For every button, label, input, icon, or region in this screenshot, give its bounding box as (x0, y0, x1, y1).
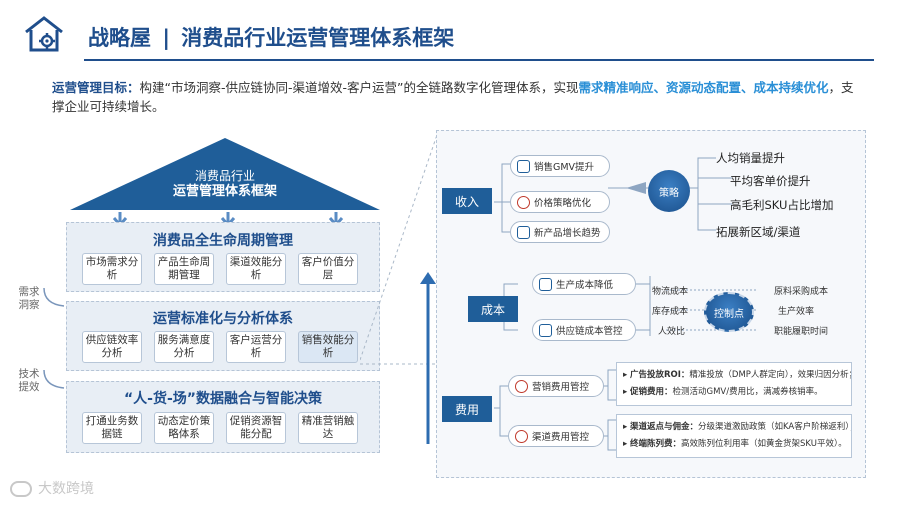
note-row: ▸ 渠道返点与佣金：分级渠道激励政策（如KA客户阶梯返利）； (623, 419, 851, 436)
standardization-item: 服务满意度分析 (154, 331, 214, 363)
data-fusion-item: 打通业务数据链 (82, 412, 142, 444)
data-fusion-item: 动态定价策略体系 (154, 412, 214, 444)
side-label-tech: 技术提效 (18, 368, 40, 393)
note-key: 广告投放ROI： (629, 370, 690, 380)
expense-item-label: 渠道费用管控 (532, 432, 590, 443)
bar-chart-icon (517, 159, 530, 173)
note-row: ▸ 促销费用：检测活动GMV/费用比，满减券核销率。 (623, 387, 823, 397)
note-row: ▸ 广告投放ROI：精准投放（DMP人群定向），效果归因分析； (623, 367, 851, 384)
standardization-item: 销售效能分析 (298, 331, 358, 363)
yuan-coin-icon (517, 195, 530, 209)
revenue-item-label: 新产品增长趋势 (534, 228, 601, 239)
lifecycle-item: 产品生命周期管理 (154, 253, 214, 285)
cost-point: 原料采购成本 (774, 287, 829, 297)
tag-expense: 费用 (442, 396, 492, 422)
note-key: 渠道返点与佣金： (629, 422, 698, 432)
note-key: 终端陈列费： (629, 439, 681, 449)
cost-item: 供应链成本管控 (532, 319, 636, 341)
note-value: 精准投放（DMP人群定向），效果归因分析； (689, 370, 852, 380)
goal-text-2: ，支撑企业可持续增长。 (52, 80, 854, 114)
note-row: ▸ 终端陈列费：高效陈列位利用率（如黄金货架SKU平效）。 (623, 439, 847, 449)
revenue-item: 销售GMV提升 (510, 155, 610, 177)
house-gear-icon (25, 16, 63, 52)
roof-label-line2: 运营管理体系框架 (172, 184, 277, 199)
header-divider (84, 59, 874, 61)
hub-strategy: 策略 (648, 170, 690, 212)
expense-item: 渠道费用管控 (508, 425, 604, 447)
revenue-item: 新产品增长趋势 (510, 221, 610, 243)
note-value: 分级渠道激励政策（如KA客户阶梯返利）； (697, 422, 852, 432)
lifecycle-item: 客户价值分层 (298, 253, 358, 285)
revenue-outcome: 拓展新区域/渠道 (716, 225, 801, 239)
cost-item-label: 供应链成本管控 (556, 326, 623, 337)
cost-point: 物流成本 (652, 287, 689, 297)
network-nodes-icon (515, 429, 528, 443)
marketing-notes: ▸ 广告投放ROI：精准投放（DMP人群定向），效果归因分析； ▸ 促销费用：检… (616, 362, 852, 406)
data-fusion-item: 精准营销触达 (298, 412, 358, 444)
expense-item-label: 营销费用管控 (532, 382, 590, 393)
standardization-item: 客户运营分析 (226, 331, 286, 363)
section-data-fusion-title: “人-货-场”数据融合与智能决策 (123, 391, 323, 407)
data-fusion-item: 促销资源智能分配 (226, 412, 286, 444)
side-brackets (43, 287, 65, 389)
up-arrow-icon (420, 272, 436, 444)
tag-cost: 成本 (468, 296, 518, 322)
roof (70, 138, 380, 210)
revenue-outcome: 平均客单价提升 (730, 174, 811, 188)
zoom-connector (360, 131, 439, 365)
title-brand: 战略屋 (88, 26, 151, 50)
cost-point: 生产效率 (778, 307, 815, 317)
note-key: 促销费用： (629, 387, 673, 397)
goal-label: 运营管理目标： (52, 80, 140, 95)
section-lifecycle-title: 消费品全生命周期管理 (153, 233, 293, 249)
hub-control-point: 控制点 (704, 292, 754, 332)
watermark-text: 大数跨境 (38, 481, 94, 497)
standardization-item: 供应链效率分析 (82, 331, 142, 363)
title-separator: | (162, 26, 170, 50)
revenue-outcome: 高毛利SKU占比增加 (730, 198, 834, 212)
revenue-item-label: 价格策略优化 (534, 198, 592, 209)
expense-item: 营销费用管控 (508, 375, 604, 397)
chain-link-icon (539, 323, 552, 337)
channel-notes: ▸ 渠道返点与佣金：分级渠道激励政策（如KA客户阶梯返利）； ▸ 终端陈列费：高… (616, 414, 852, 458)
roof-label: 消费品行业 运营管理体系框架 (120, 168, 330, 200)
section-standardization-title: 运营标准化与分析体系 (153, 311, 293, 327)
cost-point: 库存成本 (652, 307, 689, 317)
gift-icon (515, 379, 528, 393)
watermark-logo-icon (10, 481, 32, 497)
lifecycle-item: 市场需求分析 (82, 253, 142, 285)
goal-statement: 运营管理目标：构建“市场洞察-供应链协同-渠道增效-客户运营”的全链路数字化管理… (52, 78, 862, 116)
cost-point: 人效比 (658, 327, 686, 337)
watermark: 大数跨境 (10, 478, 94, 498)
gear-network-icon (539, 277, 552, 291)
cost-item: 生产成本降低 (532, 273, 636, 295)
roof-label-line1: 消费品行业 (194, 169, 255, 183)
goal-text-1: 构建“市场洞察-供应链协同-渠道增效-客户运营”的全链路数字化管理体系，实现 (139, 80, 579, 95)
cost-item-label: 生产成本降低 (556, 280, 614, 291)
lifecycle-item: 渠道效能分析 (226, 253, 286, 285)
revenue-outcome: 人均销量提升 (716, 151, 785, 165)
product-icon (517, 225, 530, 239)
page-title: 战略屋 | 消费品行业运营管理体系框架 (88, 22, 454, 52)
revenue-item: 价格策略优化 (510, 191, 610, 213)
title-main: 消费品行业运营管理体系框架 (181, 26, 455, 50)
note-value: 检测活动GMV/费用比，满减券核销率。 (672, 387, 823, 397)
goal-highlight-2: 成本持续优化 (753, 80, 829, 95)
note-value: 高效陈列位利用率（如黄金货架SKU平效）。 (680, 439, 847, 449)
goal-highlight-1: 需求精准响应、资源动态配置、 (578, 80, 754, 95)
cost-point: 职能履职时间 (774, 327, 829, 337)
revenue-item-label: 销售GMV提升 (534, 162, 595, 173)
side-label-demand: 需求洞察 (18, 286, 40, 311)
tag-revenue: 收入 (442, 188, 492, 214)
